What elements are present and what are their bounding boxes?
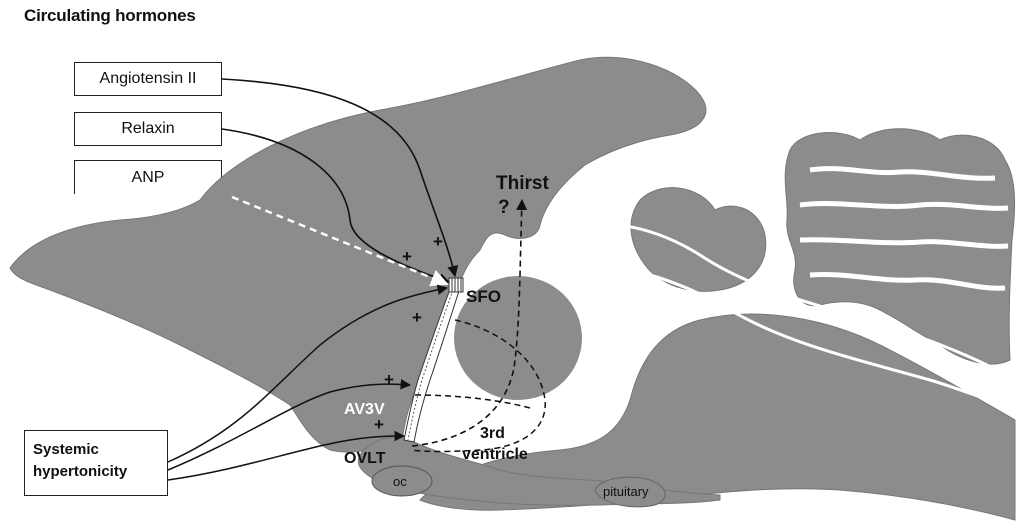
- pituitary-label: pituitary: [603, 484, 649, 499]
- third-ventricle-label-1: 3rd: [480, 425, 505, 442]
- systemic-hypertonicity-box: Systemic hypertonicity: [24, 430, 168, 496]
- third-ventricle-label-2: ventricle: [462, 446, 528, 463]
- av3v-label: AV3V: [344, 401, 385, 418]
- plus-sign: +: [384, 370, 394, 389]
- hypertonicity-line-2: hypertonicity: [33, 461, 167, 483]
- thirst-question: ?: [498, 197, 510, 218]
- mnpo-label: MnPO: [422, 403, 468, 420]
- plus-sign: +: [412, 308, 422, 327]
- sfo-label: SFO: [466, 287, 501, 306]
- plus-sign: +: [433, 232, 443, 251]
- optic-chiasm-label: oc: [393, 474, 407, 489]
- ovlt-label: OVLT: [344, 450, 386, 467]
- cortex-shape: [10, 57, 706, 452]
- hypertonicity-line-1: Systemic: [33, 439, 167, 461]
- thirst-label: Thirst: [496, 173, 549, 194]
- plus-sign: +: [402, 247, 412, 266]
